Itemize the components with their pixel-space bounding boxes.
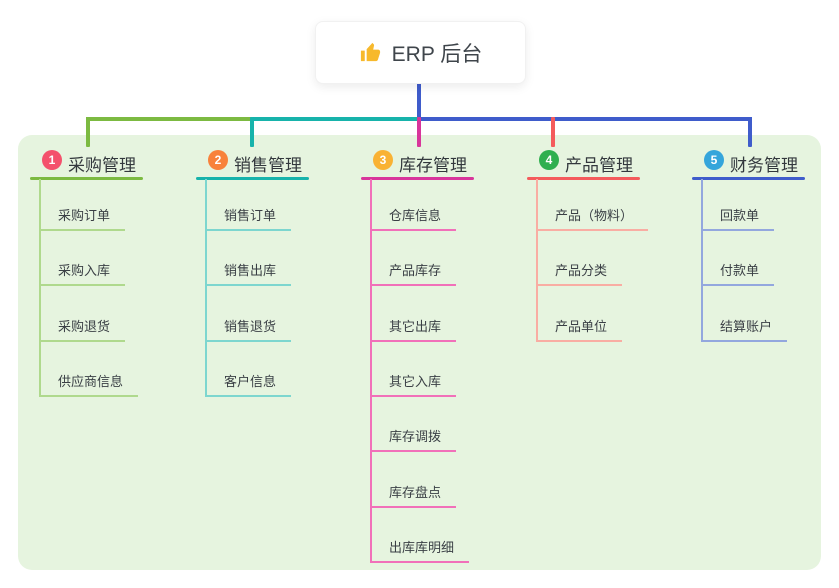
child-node[interactable]: 客户信息 (205, 374, 292, 397)
child-node[interactable]: 销售订单 (205, 208, 292, 231)
branch-title-underline (30, 177, 143, 180)
child-node[interactable]: 供应商信息 (39, 374, 139, 397)
child-node[interactable]: 产品分类 (536, 263, 623, 286)
child-node[interactable]: 付款单 (701, 263, 775, 286)
child-node[interactable]: 采购入库 (39, 263, 126, 286)
thumbs-up-icon (359, 41, 382, 64)
branch-number-badge: 1 (42, 150, 62, 170)
child-node[interactable]: 回款单 (701, 208, 775, 231)
branch-title[interactable]: 库存管理 (399, 156, 467, 175)
branch-finance: 5 财务管理 回款单 付款单 结算账户 (692, 0, 839, 588)
child-node[interactable]: 结算账户 (701, 319, 788, 342)
branch-title-underline (692, 177, 805, 180)
root-node[interactable]: ERP 后台 (315, 21, 526, 84)
child-node[interactable]: 销售出库 (205, 263, 292, 286)
root-connector (417, 82, 421, 121)
branch-spine (370, 179, 372, 563)
branches-panel (18, 135, 821, 570)
branch-title-underline (527, 177, 640, 180)
drop-sales (250, 117, 254, 147)
child-node[interactable]: 出库库明细 (370, 540, 470, 563)
child-node[interactable]: 库存调拨 (370, 429, 457, 452)
child-node[interactable]: 产品（物料） (536, 208, 649, 231)
drop-product (551, 117, 555, 147)
child-node[interactable]: 采购订单 (39, 208, 126, 231)
child-node[interactable]: 其它入库 (370, 374, 457, 397)
bus-segment-teal (252, 117, 419, 121)
branch-procurement: 1 采购管理 采购订单 采购入库 采购退货 供应商信息 (30, 0, 200, 588)
branch-spine (39, 179, 41, 397)
drop-inventory (417, 117, 421, 147)
bus-segment-blue (419, 117, 752, 121)
root-label: ERP 后台 (391, 42, 483, 66)
drop-procurement (86, 117, 90, 147)
branch-number-badge: 4 (539, 150, 559, 170)
branch-sales: 2 销售管理 销售订单 销售出库 销售退货 客户信息 (196, 0, 366, 588)
branch-title[interactable]: 财务管理 (730, 156, 798, 175)
branch-spine (205, 179, 207, 397)
branch-spine (701, 179, 703, 342)
child-node[interactable]: 销售退货 (205, 319, 292, 342)
bus-segment-green (86, 117, 252, 121)
branch-title[interactable]: 产品管理 (565, 156, 633, 175)
branch-title-underline (361, 177, 474, 180)
child-node[interactable]: 产品单位 (536, 319, 623, 342)
child-node[interactable]: 仓库信息 (370, 208, 457, 231)
branch-inventory: 3 库存管理 仓库信息 产品库存 其它出库 其它入库 库存调拨 库存盘点 出库库… (361, 0, 531, 588)
branch-product: 4 产品管理 产品（物料） 产品分类 产品单位 (527, 0, 697, 588)
child-node[interactable]: 库存盘点 (370, 485, 457, 508)
branch-title[interactable]: 采购管理 (68, 156, 136, 175)
drop-finance (748, 117, 752, 147)
branch-spine (536, 179, 538, 342)
child-node[interactable]: 采购退货 (39, 319, 126, 342)
child-node[interactable]: 其它出库 (370, 319, 457, 342)
child-node[interactable]: 产品库存 (370, 263, 457, 286)
branch-number-badge: 3 (373, 150, 393, 170)
branch-number-badge: 2 (208, 150, 228, 170)
branch-title[interactable]: 销售管理 (234, 156, 302, 175)
branch-title-underline (196, 177, 309, 180)
branch-number-badge: 5 (704, 150, 724, 170)
